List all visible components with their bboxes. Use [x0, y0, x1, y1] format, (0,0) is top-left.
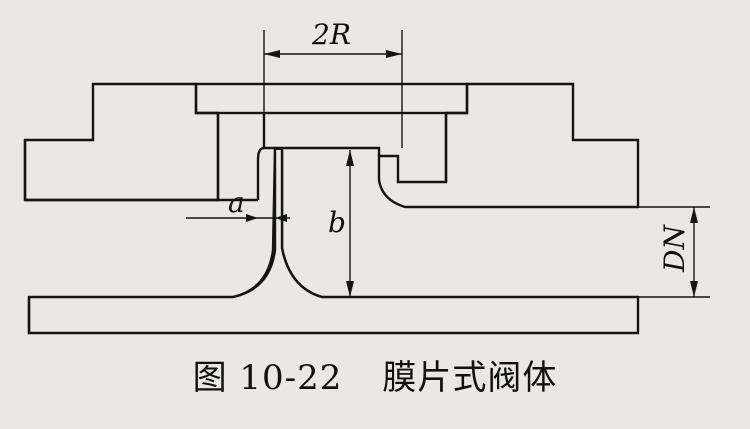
upper-left-body [23, 82, 220, 202]
label-b: b [328, 206, 346, 239]
diaphragm-plate [194, 82, 469, 115]
dim-a-arrow-right [275, 214, 287, 222]
figure-number: 图 10-22 [192, 358, 343, 398]
figure-title: 膜片式阀体 [382, 358, 558, 398]
dim-2r-arrow-left [264, 50, 280, 58]
dim-a-arrow-left [246, 214, 258, 222]
dim-2r-arrow-right [386, 50, 402, 58]
dim-b-arrow-bottom [346, 281, 354, 297]
dim-dn-arrow-bottom [690, 281, 698, 297]
label-a: a [228, 186, 245, 219]
dim-b-arrow-top [346, 150, 354, 166]
upper-right-body [377, 82, 640, 209]
label-dn: DN [658, 224, 691, 273]
weir-gap [275, 150, 282, 300]
weir-left-edge [232, 150, 277, 299]
lower-body [27, 148, 640, 335]
weir-top [256, 146, 265, 200]
figure-caption: 图 10-22 膜片式阀体 [0, 350, 750, 399]
label-2r: 2R [311, 18, 351, 51]
weir-right-edge [280, 150, 323, 299]
stem-outline [216, 113, 448, 200]
dim-dn-arrow-top [690, 207, 698, 223]
